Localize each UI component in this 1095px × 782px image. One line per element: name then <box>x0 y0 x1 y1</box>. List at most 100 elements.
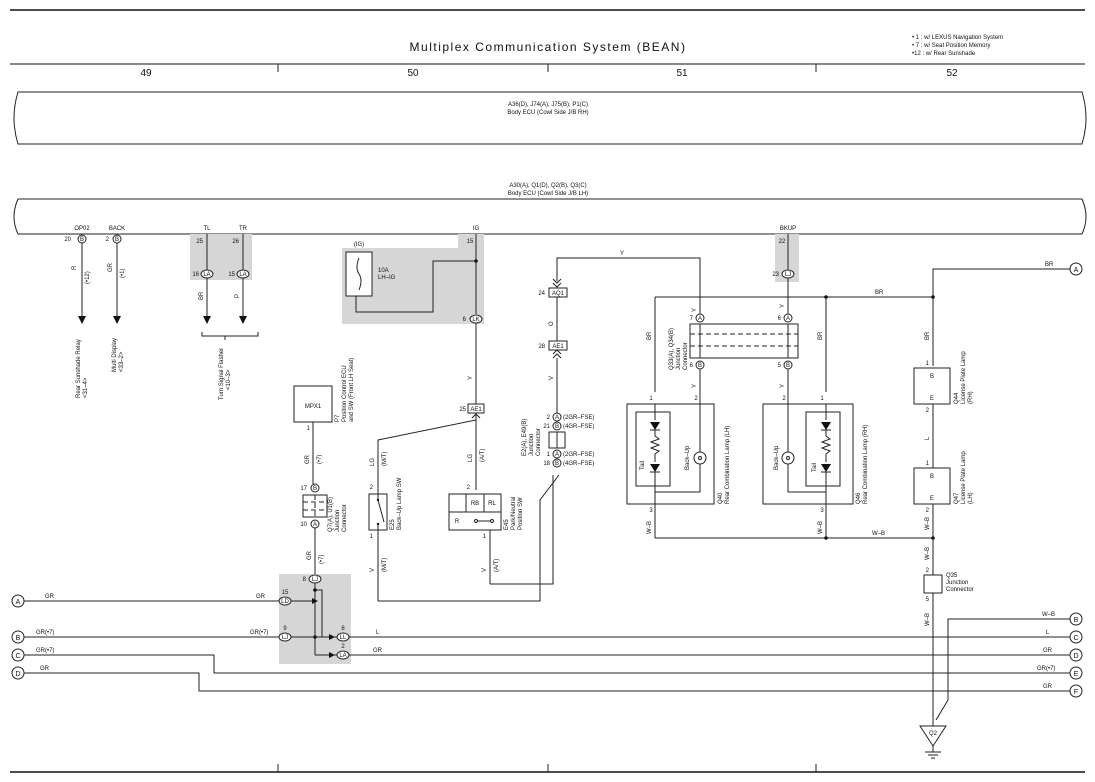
e2-name2: Connector <box>536 428 542 456</box>
body-ecu-lh-band <box>13 198 1087 235</box>
y-wire-top: Y <box>620 251 624 257</box>
e2-c21: B <box>555 424 559 430</box>
q46-p3: 3 <box>820 508 824 514</box>
fuse-rating: 10A <box>378 268 389 274</box>
e2-code: E2(A), E49(B) <box>522 419 528 456</box>
column-49: 49 <box>140 68 152 79</box>
q35-connector <box>923 574 943 594</box>
q33-name2: Connector <box>683 342 689 370</box>
fuse-group: (IG) <box>354 242 364 248</box>
e2-c1: A <box>555 452 559 458</box>
v-mt-note: (M/T) <box>382 558 388 572</box>
offpage-right-a: A <box>1074 267 1079 274</box>
column-51: 51 <box>676 68 688 79</box>
p7-wire: GR <box>305 454 311 464</box>
lg-at-note: (A/T) <box>480 449 486 462</box>
right-c-wire: L <box>1046 630 1050 636</box>
q35-wb-top: W–B <box>925 547 931 560</box>
column-52: 52 <box>946 68 958 79</box>
v-at: V <box>482 568 488 572</box>
rear-sunshade-ref: <31–4> <box>83 377 89 398</box>
q33-conn-tr: A <box>786 316 790 322</box>
e2-c18: B <box>555 461 559 467</box>
jb-pin8: 8 <box>303 577 307 583</box>
back-note: (•1) <box>120 269 126 278</box>
e45-name2: Position SW <box>518 497 524 530</box>
tr-jconn: LA <box>239 272 246 278</box>
body-ecu-rh-band <box>13 91 1087 145</box>
wb-bus: W–B <box>872 531 885 537</box>
op02-wire: R <box>72 265 78 270</box>
q47-b: B <box>930 474 934 480</box>
q7-name2: Connector <box>342 504 348 532</box>
q46-wb: W–B <box>818 521 824 534</box>
tl-label: TL <box>203 226 211 232</box>
e45-rl: RL <box>488 501 496 507</box>
right-f-wire: GR <box>1043 684 1053 690</box>
q44-code: Q44 <box>954 392 960 404</box>
left-d-wire: GR <box>40 666 50 672</box>
l-wire: L <box>376 630 380 636</box>
ecu-rh-name: Body ECU (Cowl Side J/B RH) <box>507 110 588 116</box>
note-7: • 7 : w/ Seat Position Memory <box>912 43 990 49</box>
left-b-wire: GR(•7) <box>36 630 54 636</box>
left-a-wire2: GR <box>256 594 266 600</box>
lg-mt-note: (M/T) <box>382 452 388 466</box>
q40-wb: W–B <box>647 521 653 534</box>
v-at-note: (A/T) <box>494 559 500 572</box>
e2-name: Junction <box>529 434 535 456</box>
offpage-left-d: D <box>15 671 20 678</box>
q33-pin-tr: 6 <box>778 316 782 322</box>
tl-wire: BR <box>199 291 205 300</box>
q44-lamp <box>913 367 951 405</box>
q44-side: (RH) <box>968 391 974 404</box>
fuse-name: LH–IG <box>378 275 396 281</box>
q40-code: Q40 <box>718 492 724 504</box>
e25-pin-bot: 1 <box>370 534 374 540</box>
q33-connector <box>689 323 799 359</box>
p7-mpx1: MPX1 <box>305 404 322 410</box>
q46-name: Rear Combination Lamp (RH) <box>863 425 869 504</box>
q40-p3: 3 <box>649 508 653 514</box>
bkup-pin: 22 <box>779 239 786 245</box>
tr-wire: P <box>235 294 241 298</box>
p7-code: P7 <box>335 414 341 422</box>
ae1-pin: 28 <box>538 344 545 350</box>
left-b-wire2: GR(•7) <box>250 630 268 636</box>
op02-note: (•12) <box>85 271 91 284</box>
right-b-wire: W–B <box>1042 612 1055 618</box>
gr-wire-mid: GR <box>373 648 383 654</box>
jb-pin15: 15 <box>282 590 289 596</box>
bkup-jpin: 23 <box>772 272 779 278</box>
br-wire-q40: BR <box>647 331 653 340</box>
e45-rb: RB <box>471 501 479 507</box>
ground-symbol <box>919 725 947 747</box>
q47-p1: 1 <box>926 461 930 467</box>
e2-p1: 1 <box>547 452 551 458</box>
br-wire-q46: BR <box>818 331 824 340</box>
offpage-right-c: C <box>1073 635 1078 642</box>
e45-r: R <box>455 519 460 525</box>
tr-pin: 26 <box>232 239 239 245</box>
p7-name: Position Control ECU <box>342 365 348 422</box>
op02-label: OP02 <box>74 226 90 232</box>
q7-wire: GR <box>307 550 313 560</box>
e45-pin-top: 2 <box>467 485 471 491</box>
q40-p2: 2 <box>694 396 698 402</box>
q7-name: Junction <box>335 510 341 532</box>
fuse-out-conn: LK <box>472 317 479 323</box>
turn-signal-flasher: Turn Signal Flasher <box>219 348 225 400</box>
e2-p2: 2 <box>547 415 551 421</box>
ecu-rh-codes: A36(D), J74(A), J75(B), P1(C) <box>508 102 588 108</box>
note-1: • 1 : w/ LEXUS Navigation System <box>912 35 1003 41</box>
jb-shade-ig <box>458 234 484 254</box>
q46-p2: 2 <box>782 396 786 402</box>
lg-at: LG <box>468 454 474 462</box>
e25-name: Back–Up Lamp SW <box>397 477 403 530</box>
e2-c2: A <box>555 415 559 421</box>
q35-p5: 5 <box>926 597 930 603</box>
v-wire-e2: V <box>549 376 555 380</box>
right-d-wire: GR <box>1043 648 1053 654</box>
offpage-right-f: F <box>1074 689 1078 696</box>
